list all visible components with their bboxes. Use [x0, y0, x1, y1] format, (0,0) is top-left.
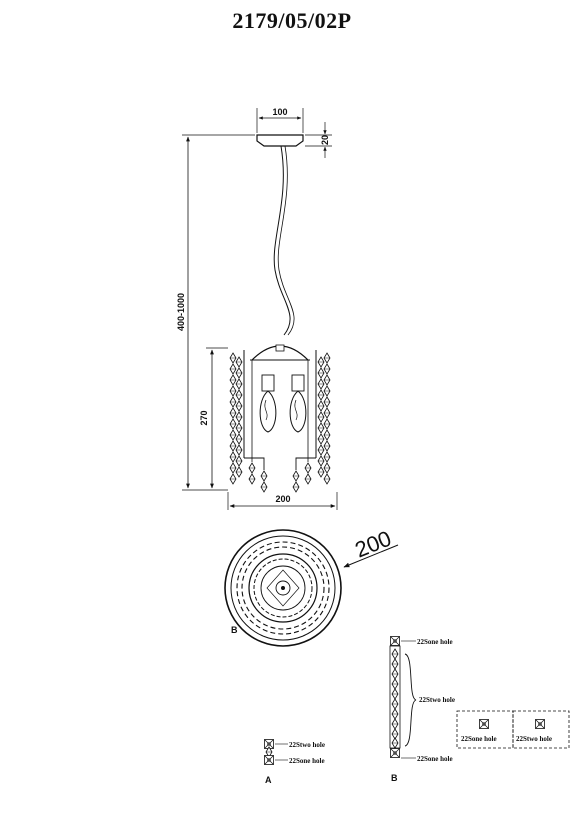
- box-two-hole-note: 22Stwo hole: [516, 735, 552, 743]
- plan-diameter-label: 200: [351, 526, 394, 563]
- suspension-cable: [273, 145, 291, 336]
- detail-b-strand: 22Sone hole 22Stwo hole 22Sone hole B: [389, 636, 455, 783]
- crystal-drops-inner: [248, 462, 312, 493]
- outer-crystal-ring: [236, 541, 330, 635]
- bulb-left: [259, 374, 277, 433]
- crystal-strand-left-inner: [235, 356, 243, 478]
- shade-height-label: 270: [199, 410, 209, 425]
- plan-label-b: B: [231, 625, 238, 635]
- detail-label-b: B: [391, 773, 398, 783]
- canopy-width-label: 100: [272, 107, 287, 117]
- crystal-strand-right-inner: [317, 356, 325, 478]
- canopy: [256, 134, 304, 147]
- box-one-hole-note: 22Sone hole: [461, 735, 497, 743]
- detail-boxes: 22Sone hole 22Stwo hole: [456, 710, 570, 749]
- b-middle-note: 22Stwo hole: [419, 696, 455, 704]
- overall-height-label: 400-1000: [176, 293, 186, 331]
- detail-label-a: A: [265, 775, 272, 785]
- b-top-note: 22Sone hole: [417, 638, 453, 646]
- crystal-strand-right-outer: [323, 352, 331, 485]
- bulb-right: [289, 374, 307, 433]
- plan-view: B 200: [224, 526, 399, 647]
- drawing-title: 2179/05/02P: [232, 8, 352, 33]
- detail-a-strand: 22Stwo hole 22Sone hole A: [264, 739, 325, 785]
- crystal-strand-left-outer: [229, 352, 237, 485]
- shade-width-label: 200: [275, 494, 290, 504]
- canopy-height-label: 20: [320, 135, 330, 145]
- a-bottom-note: 22Sone hole: [289, 757, 325, 765]
- a-top-note: 22Stwo hole: [289, 741, 325, 749]
- elevation-view: 100 20 400-1000 270: [176, 107, 338, 510]
- b-bottom-note: 22Sone hole: [417, 755, 453, 763]
